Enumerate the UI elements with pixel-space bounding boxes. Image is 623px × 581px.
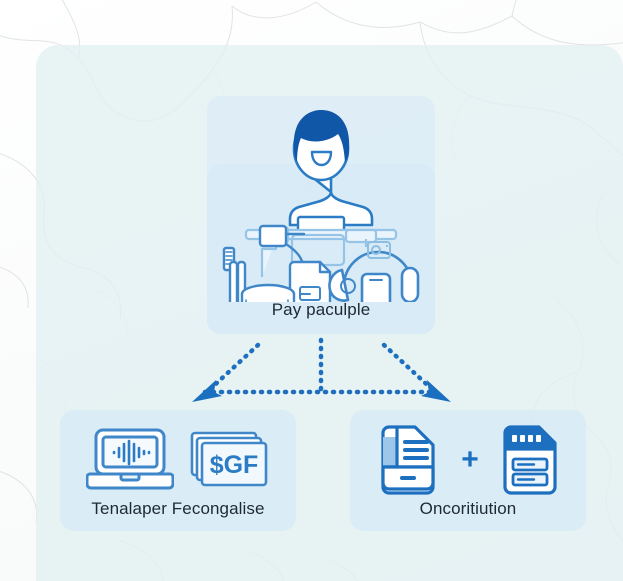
node-label-child-0: Tenalaper Fecongalise [91, 499, 265, 518]
person-with-devices-icon [207, 102, 435, 302]
node-label-root: Pay paculple [271, 300, 371, 319]
banknotes-icon: $GF [190, 431, 268, 487]
plus-connector-icon: + [461, 443, 479, 476]
laptop-waveform-icon [86, 428, 174, 490]
node-card-child-1[interactable]: + [350, 410, 586, 531]
node-card-root[interactable]: Pay paculple [207, 96, 435, 334]
banknote-text: $GF [210, 451, 259, 479]
node-label-child-1: Oncoritiution [419, 499, 517, 518]
document-folded-icon [381, 425, 435, 495]
child-0-icon-group: $GF [60, 420, 296, 500]
node-card-child-0[interactable]: $GF Tenalaper Fecongalise [60, 410, 296, 531]
document-form-icon [503, 425, 557, 495]
child-1-icon-group: + [350, 420, 586, 500]
